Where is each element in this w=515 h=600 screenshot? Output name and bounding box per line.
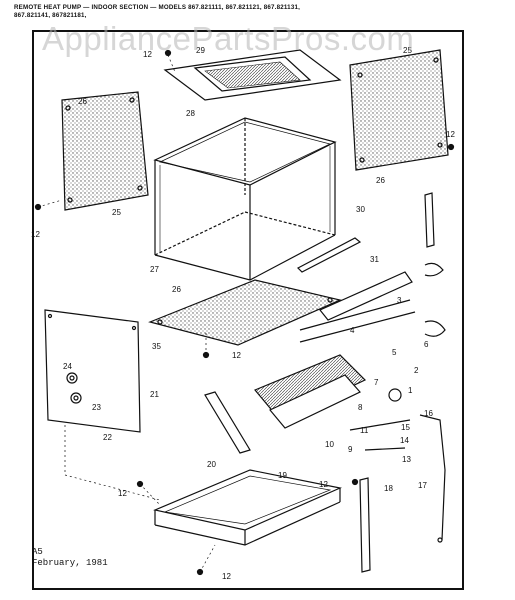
label-21: 21 [150, 390, 159, 399]
label-19: 19 [278, 471, 287, 480]
vertical-rail [424, 192, 435, 248]
label-6: 6 [424, 340, 429, 349]
wiring-and-switches [349, 262, 446, 543]
label-12: 12 [319, 480, 328, 489]
label-26: 26 [172, 285, 181, 294]
label-16: 16 [424, 409, 433, 418]
footer-code: A5 [32, 547, 43, 557]
access-panel [44, 309, 141, 433]
label-31: 31 [370, 255, 379, 264]
label-12: 12 [446, 130, 455, 139]
label-10: 10 [325, 440, 334, 449]
diagram-header: REMOTE HEAT PUMP — INDOOR SECTION — MODE… [14, 4, 494, 20]
label-8: 8 [358, 403, 363, 412]
label-9: 9 [348, 445, 353, 454]
label-18: 18 [384, 484, 393, 493]
label-22: 22 [103, 433, 112, 442]
alignment-lines [37, 54, 216, 573]
label-26: 26 [78, 97, 87, 106]
label-25: 25 [403, 46, 412, 55]
diagram-footer: A5 February, 1981 [32, 547, 108, 569]
label-27: 27 [150, 265, 159, 274]
label-15: 15 [401, 423, 410, 432]
label-12: 12 [222, 572, 231, 581]
label-12: 12 [143, 50, 152, 59]
label-26: 26 [376, 176, 385, 185]
label-5: 5 [392, 348, 397, 357]
label-28: 28 [186, 109, 195, 118]
label-12: 12 [232, 351, 241, 360]
cabinet-frame [153, 117, 337, 281]
label-12: 12 [118, 489, 127, 498]
header-line-1: REMOTE HEAT PUMP — INDOOR SECTION — MODE… [14, 4, 301, 11]
label-11: 11 [360, 426, 369, 435]
label-25: 25 [112, 208, 121, 217]
base-filter-panel [148, 279, 342, 346]
right-filter-panel [349, 49, 449, 171]
label-24: 24 [63, 362, 72, 371]
footer-date: February, 1981 [32, 558, 108, 568]
channel-part-31 [319, 271, 413, 321]
screw-icons [34, 49, 455, 576]
label-29: 29 [196, 46, 205, 55]
top-cover-panel [163, 49, 342, 101]
part-labels: 12 29 25 26 28 12 26 25 12 30 27 31 26 3… [31, 46, 455, 581]
label-3: 3 [397, 296, 402, 305]
label-23: 23 [92, 403, 101, 412]
bracket-part-30 [296, 237, 362, 273]
rod-part-18 [359, 477, 371, 573]
header-line-2: 867.821141, 867821181, [14, 12, 87, 19]
label-1: 1 [408, 386, 413, 395]
left-filter-panel [61, 91, 149, 211]
label-14: 14 [400, 436, 409, 445]
label-13: 13 [402, 455, 411, 464]
label-30: 30 [356, 205, 365, 214]
drain-pan [153, 469, 342, 546]
label-2: 2 [414, 366, 419, 375]
heater-element-assembly [254, 299, 416, 429]
label-17: 17 [418, 481, 427, 490]
label-4: 4 [350, 326, 355, 335]
label-20: 20 [207, 460, 216, 469]
label-35: 35 [152, 342, 161, 351]
watermark-text: AppliancePartsPros.com [42, 20, 415, 57]
diagram-frame [32, 30, 464, 590]
support-part-20 [204, 391, 251, 454]
label-7: 7 [374, 378, 379, 387]
label-12: 12 [31, 230, 40, 239]
